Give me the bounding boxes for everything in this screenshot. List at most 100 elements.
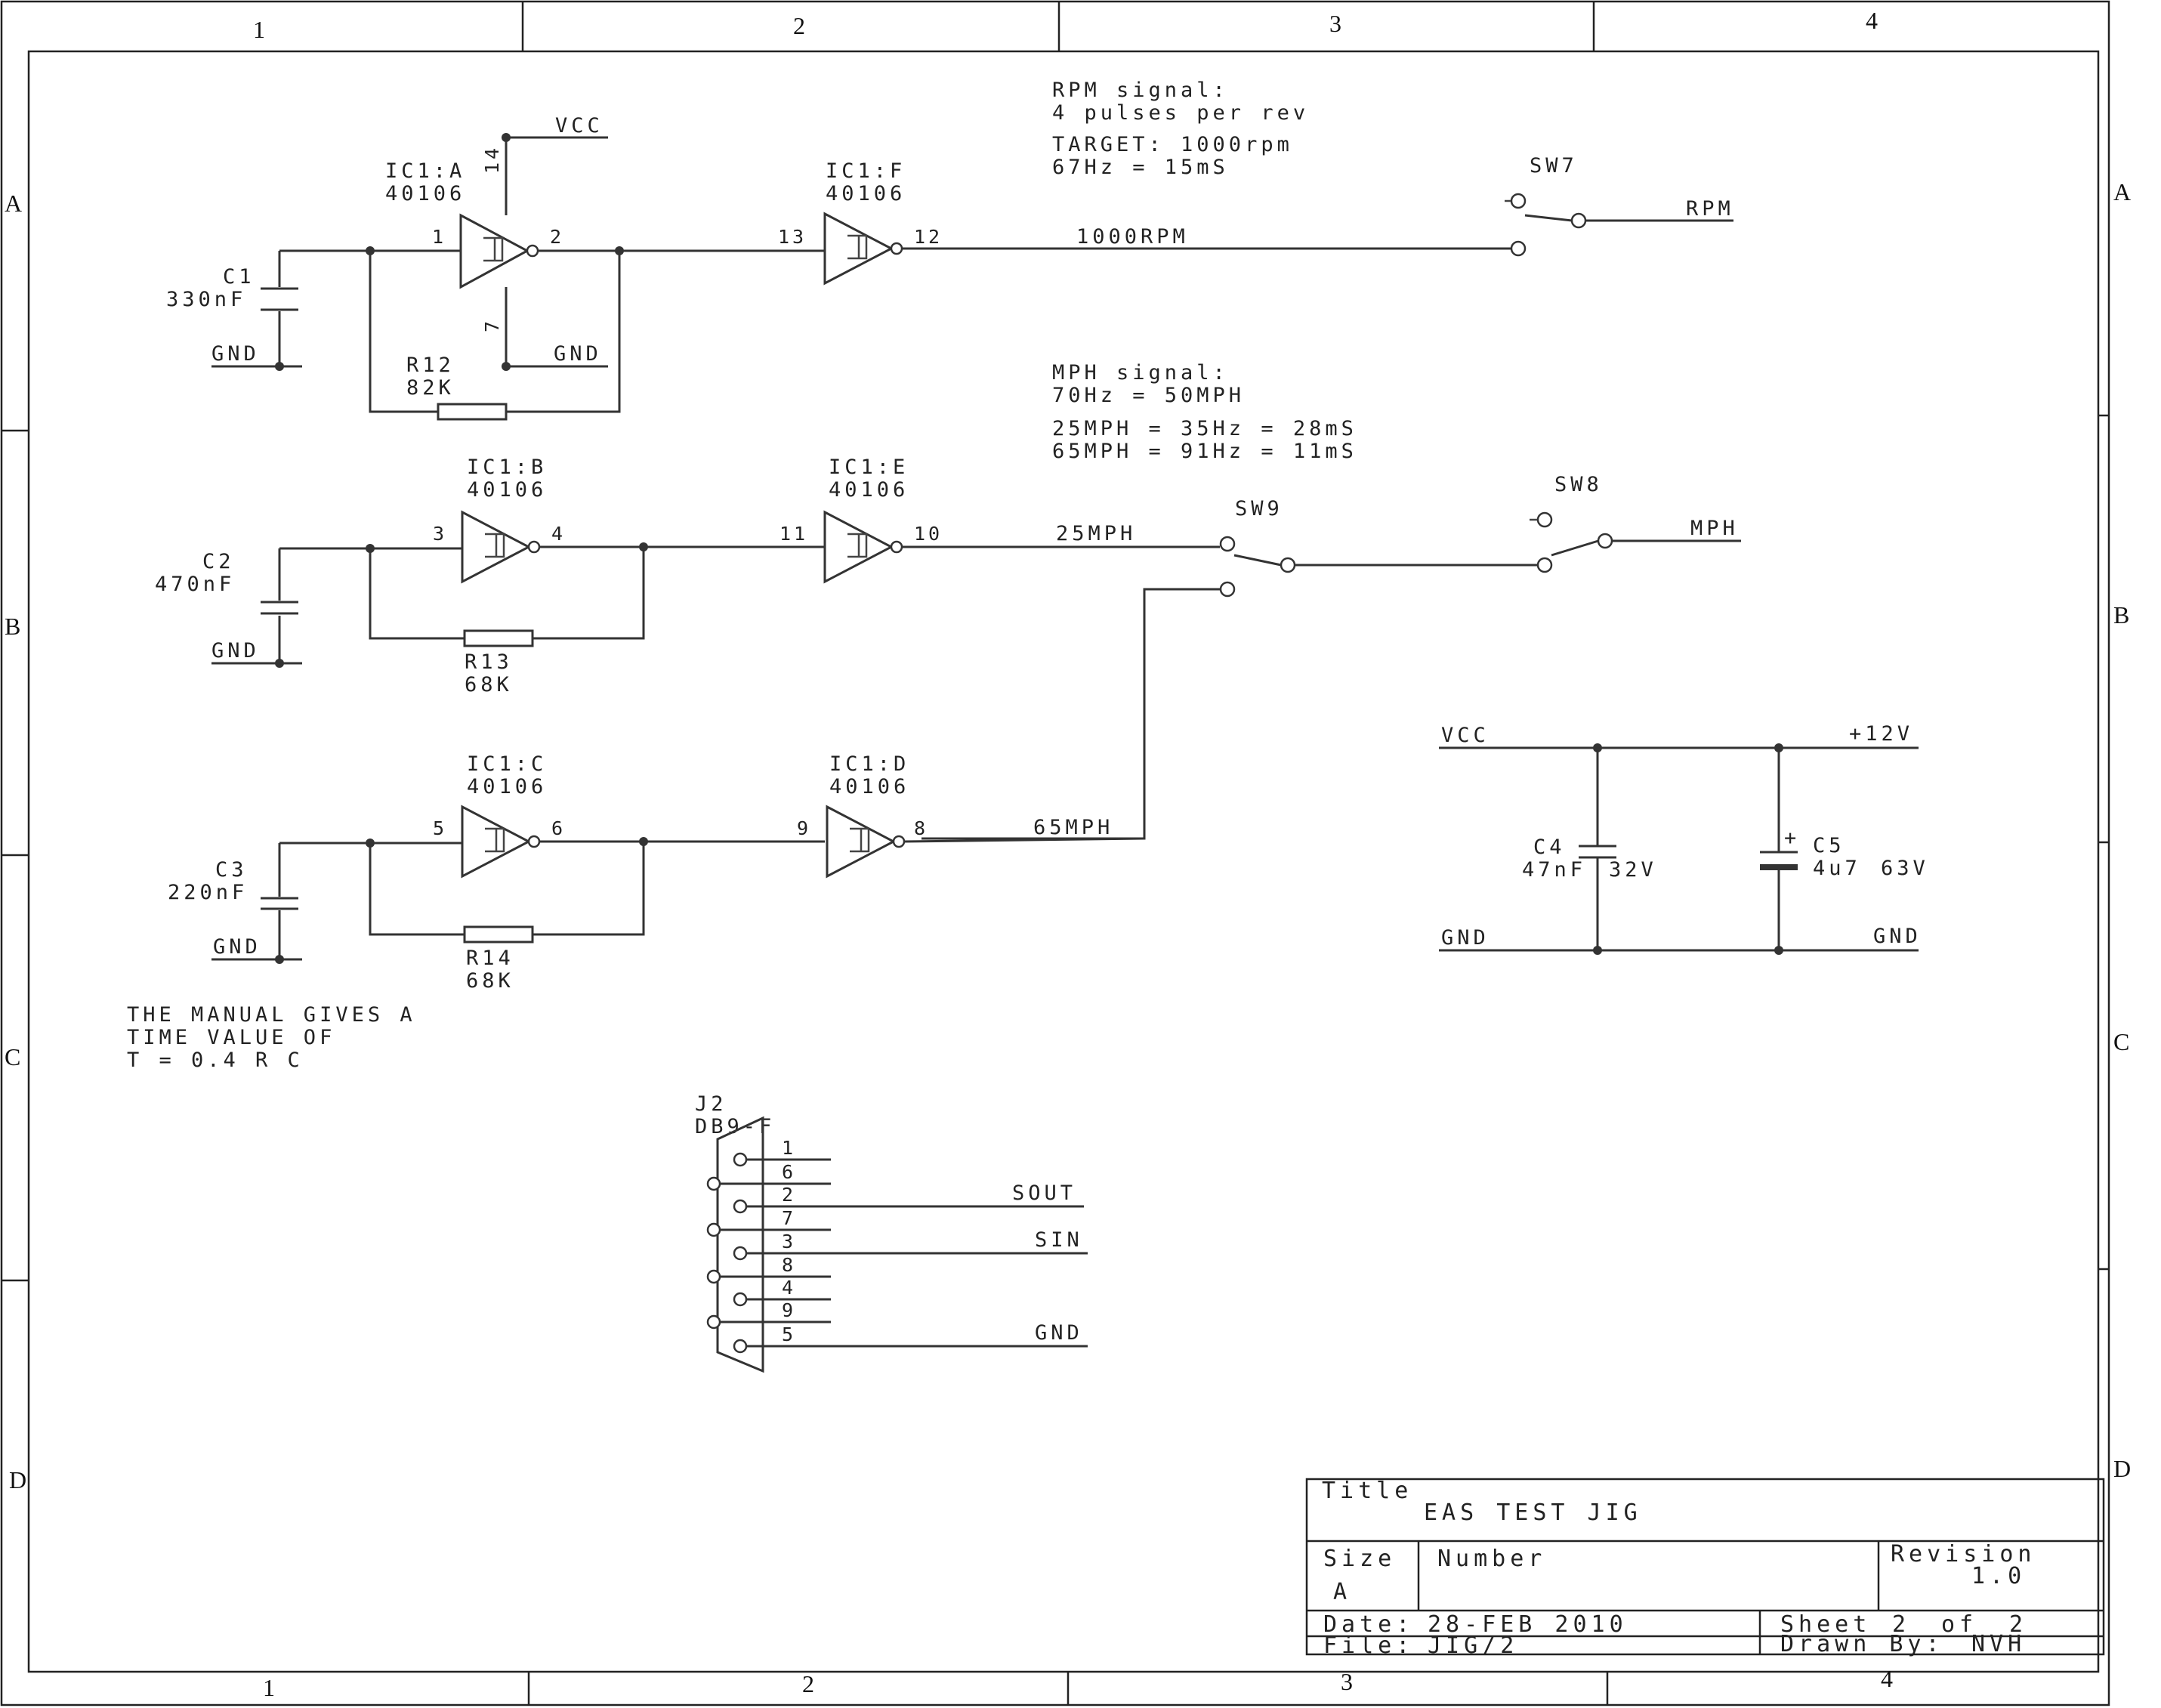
revision-value: 1.0	[1971, 1563, 2026, 1589]
rpm-note-line-2: 4 pulses per rev	[1052, 101, 1309, 125]
size-label: Size	[1323, 1546, 1396, 1572]
gate-b-ref: IC1:B	[467, 456, 547, 479]
j2-pin-3: 3	[782, 1231, 796, 1252]
net-sin: SIN	[1035, 1228, 1083, 1252]
capacitor-c1	[261, 287, 298, 311]
rpm-note-line-3: TARGET: 1000rpm	[1052, 133, 1293, 156]
gate-b-symbol	[461, 510, 541, 584]
grid-col-3-bottom: 3	[1341, 1668, 1353, 1695]
gate-e-part: 40106	[829, 478, 909, 502]
j2-pin-6: 6	[782, 1161, 796, 1183]
gate-d-symbol	[826, 805, 906, 879]
plus12v-label: +12V	[1849, 722, 1913, 746]
c1-value: 330nF	[166, 288, 246, 311]
grid-labels: 1 2 3 4 1 2 3 4 A B C D A B C D	[5, 7, 2131, 1701]
grid-row-a-right: A	[2113, 178, 2131, 205]
drawn-by-value: NVH	[1971, 1631, 2026, 1657]
mph-note-line-3: 25MPH = 35Hz = 28mS	[1052, 417, 1357, 440]
c4-value: 47nF	[1522, 858, 1586, 882]
power-decoupling: + C4 47nF 32V C5 4u7 63V VCC +12V GND GN…	[1439, 722, 1925, 955]
c2-value: 470nF	[155, 573, 235, 596]
c5-value: 4u7	[1813, 857, 1861, 880]
gate-d-pin-in: 9	[797, 817, 811, 839]
gnd-label-a-pin7: GND	[554, 342, 602, 366]
gate-a-pin-out: 2	[550, 226, 564, 248]
gate-d-pin-out: 8	[914, 817, 928, 839]
vcc-label-power: VCC	[1441, 724, 1490, 747]
rpm-signal-note: RPM signal: 4 pulses per rev TARGET: 100…	[1052, 79, 1309, 179]
grid-col-2-bottom: 2	[802, 1670, 814, 1697]
manual-note-line-3: T = 0.4 R C	[127, 1049, 304, 1072]
gate-e-ref: IC1:E	[829, 456, 909, 479]
buffer-d: IC1:D 40106 9 8 65MPH	[797, 752, 1145, 879]
j2-pin-5: 5	[782, 1323, 796, 1345]
grid-row-c-right: C	[2113, 1028, 2129, 1055]
title-label: Title	[1322, 1478, 1412, 1504]
grid-col-3-top: 3	[1329, 10, 1341, 37]
date-value: 28-FEB 2010	[1428, 1611, 1628, 1638]
resistor-r13	[463, 629, 534, 647]
gate-a-ref: IC1:A	[385, 159, 465, 183]
r13-ref: R13	[465, 650, 513, 674]
r14-value: 68K	[466, 969, 514, 993]
j2-pin-9: 9	[782, 1299, 796, 1321]
grid-row-d-left: D	[9, 1466, 26, 1493]
c5-polarity: +	[1784, 826, 1800, 850]
gate-b-pin-out: 4	[551, 523, 566, 545]
c3-value: 220nF	[168, 881, 248, 904]
net-65mph: 65MPH	[1033, 816, 1113, 839]
gnd-label-j2: GND	[1035, 1321, 1083, 1345]
connector-j2: J2 DB9-F 1 6 2 7 3 8	[695, 1092, 1088, 1373]
mph-note-line-2: 70Hz = 50MPH	[1052, 384, 1245, 407]
c2-ref: C2	[202, 550, 235, 573]
gate-a-pin-gnd: 7	[481, 318, 503, 332]
gate-b-pin-in: 3	[433, 523, 447, 545]
j2-pin-circles	[706, 1152, 748, 1354]
j2-pin-2: 2	[782, 1184, 796, 1206]
file-value: JIG/2	[1428, 1632, 1518, 1659]
gnd-label-c2: GND	[211, 639, 260, 663]
gnd-label-power-left: GND	[1441, 926, 1490, 950]
gate-c-pin-out: 6	[551, 817, 566, 839]
gnd-label-c1: GND	[211, 342, 260, 366]
gate-f-ref: IC1:F	[826, 159, 906, 183]
c1-ref: C1	[223, 265, 255, 289]
net-25mph: 25MPH	[1056, 522, 1136, 545]
resistor-r14	[463, 925, 534, 944]
gate-f-symbol	[823, 212, 903, 286]
capacitor-c5	[1760, 851, 1798, 870]
gate-f-pin-out: 12	[914, 226, 943, 248]
sheet-label: Sheet	[1780, 1611, 1871, 1638]
switch-sw9: SW9	[922, 497, 1537, 840]
j2-pin-1: 1	[782, 1137, 796, 1159]
resistor-r12	[437, 403, 508, 421]
grid-row-b-right: B	[2113, 601, 2129, 629]
sw7-ref: SW7	[1530, 154, 1578, 178]
gate-e-pin-out: 10	[914, 523, 943, 545]
net-1000rpm: 1000RPM	[1076, 225, 1189, 249]
size-value: A	[1333, 1579, 1351, 1605]
net-mph-out: MPH	[1690, 517, 1739, 540]
title-block: Title EAS TEST JIG Size A Number Revisio…	[1305, 1478, 2105, 1659]
manual-note: THE MANUAL GIVES A TIME VALUE OF T = 0.4…	[127, 1003, 412, 1072]
switch-sw8: SW8 MPH	[1530, 473, 1741, 573]
c3-ref: C3	[215, 858, 248, 882]
sheet-number: 2	[1892, 1611, 1910, 1638]
gate-a-symbol	[459, 213, 539, 289]
gate-d-ref: IC1:D	[829, 752, 909, 776]
buffer-e: IC1:E 40106 11 10 25MPH	[780, 456, 1220, 584]
oscillator-c: IC1:C 40106 5 6 C3 220nF R14 68K GND	[168, 752, 825, 993]
grid-row-a-left: A	[5, 190, 22, 217]
oscillator-b: IC1:B 40106 3 4 C2 470nF R13 68K GND	[155, 456, 825, 696]
sheet-frame	[0, 0, 2110, 1706]
grid-row-c-left: C	[5, 1043, 20, 1070]
vcc-label-a: VCC	[555, 114, 604, 137]
j2-pin-7: 7	[782, 1207, 796, 1229]
grid-row-b-left: B	[5, 613, 20, 640]
net-rpm-out: RPM	[1686, 197, 1734, 221]
gate-a-part: 40106	[385, 182, 465, 205]
drawn-by-label: Drawn By:	[1780, 1631, 1944, 1657]
sw8-ref: SW8	[1554, 473, 1603, 496]
gate-a-pin-vcc: 14	[481, 145, 503, 174]
